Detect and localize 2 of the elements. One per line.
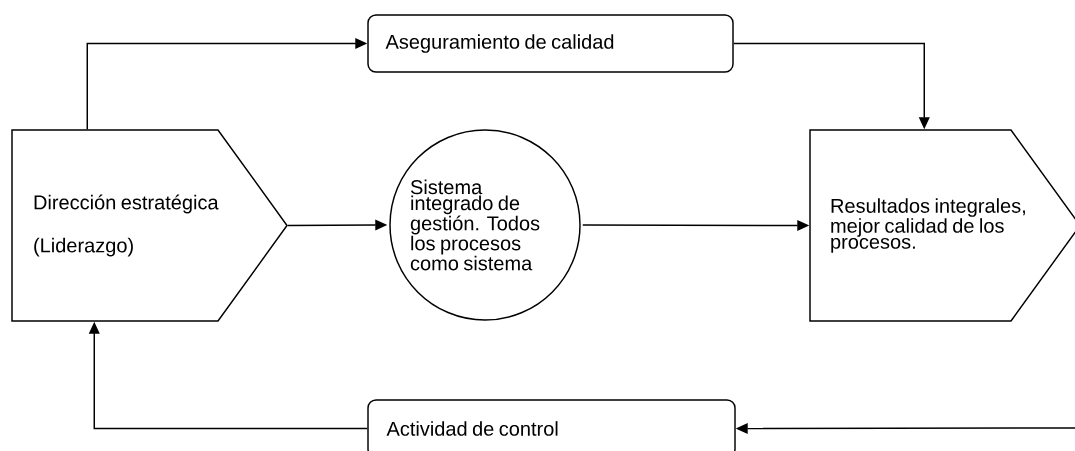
rounded-box: Actividad de control	[367, 399, 736, 451]
rounded-box: Aseguramiento de calidad	[367, 14, 734, 73]
